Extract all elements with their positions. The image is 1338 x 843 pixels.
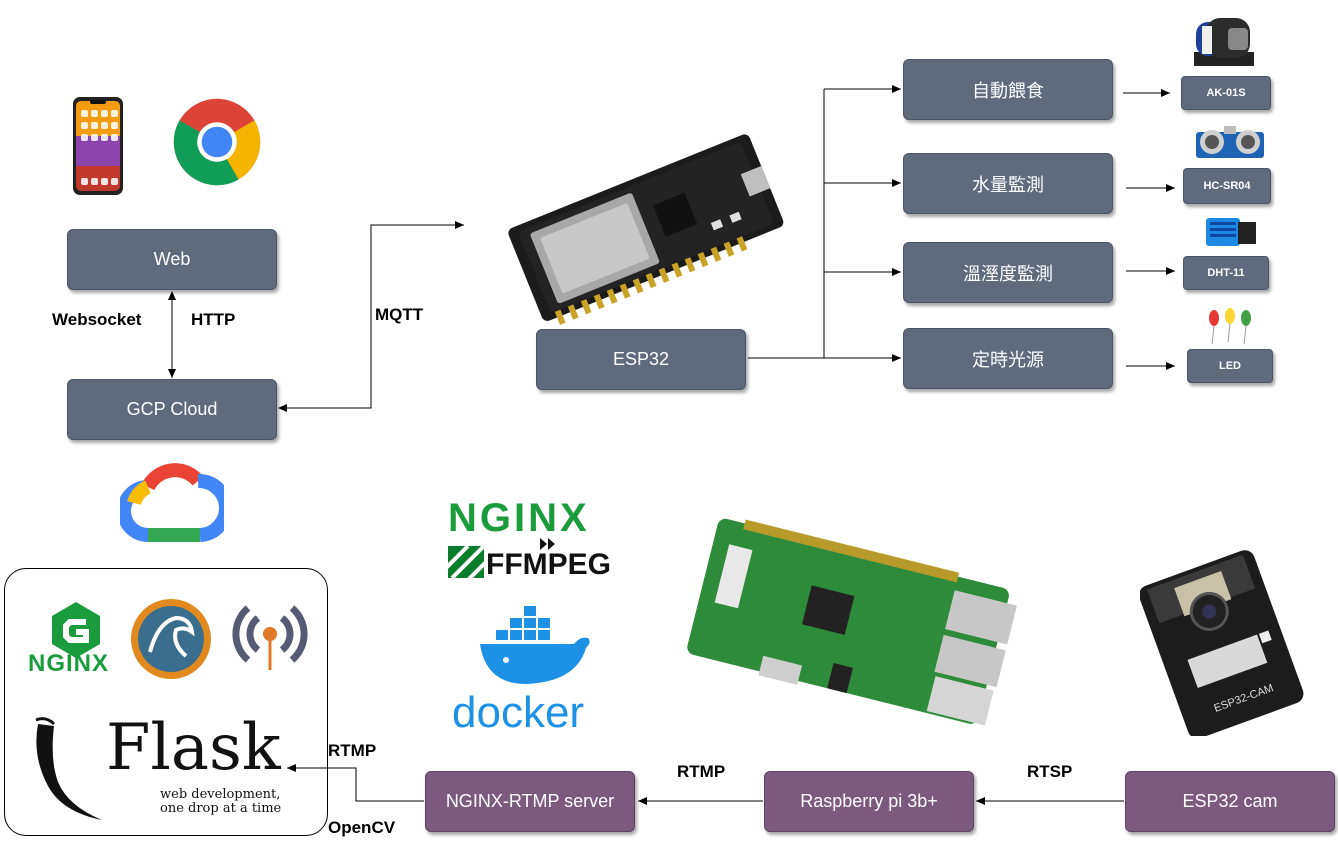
ak01s-feeder-picture <box>1194 18 1254 66</box>
chrome-icon <box>173 98 261 186</box>
nginx-rtmp-label: NGINX-RTMP server <box>445 791 615 811</box>
docker-whale-icon <box>480 606 590 684</box>
auto-feed-label: 自動餵食 <box>972 80 1044 101</box>
flask-horn-icon <box>35 717 103 820</box>
dht11-sensor-picture <box>1206 218 1256 246</box>
nginx-logo: NGINX <box>448 496 590 540</box>
dht11-node: DHT-11 <box>1183 256 1269 290</box>
ffmpeg-stripes-icon <box>448 546 484 578</box>
temp-humidity-node: 溫溼度監測 <box>903 242 1113 303</box>
flask-tagline: web development, one drop at a time <box>160 787 282 817</box>
esp32-cam-label: ESP32 cam <box>1182 791 1278 811</box>
esp32-cam-node: ESP32 cam <box>1125 771 1335 832</box>
esp32-board-picture <box>508 134 784 325</box>
smartphone-icon <box>73 97 123 195</box>
esp32-cam-board-picture: ESP32-CAM <box>1140 550 1304 736</box>
esp32-node: ESP32 <box>536 329 746 390</box>
nginx-flask-arrow <box>287 764 424 802</box>
water-level-label: 水量監測 <box>972 174 1044 195</box>
timed-light-label: 定時光源 <box>972 349 1044 370</box>
led-label: LED <box>1219 360 1241 372</box>
rtmp-flask-label: RTMP <box>328 741 377 760</box>
http-label: HTTP <box>191 310 236 329</box>
websocket-label: Websocket <box>52 310 142 329</box>
hcsr04-sensor-picture <box>1196 126 1264 158</box>
web-label: Web <box>153 249 191 269</box>
mqtt-label: MQTT <box>375 305 424 324</box>
dht11-label: DHT-11 <box>1207 267 1245 279</box>
hcsr04-node: HC-SR04 <box>1183 168 1271 204</box>
hcsr04-label: HC-SR04 <box>1203 180 1251 192</box>
nginx-rtmp-server-node: NGINX-RTMP server <box>425 771 635 832</box>
ak01s-label: AK-01S <box>1206 87 1246 99</box>
database-icon <box>131 599 211 679</box>
timed-light-node: 定時光源 <box>903 328 1113 389</box>
opencv-label: OpenCV <box>328 818 396 837</box>
web-node: Web <box>67 229 277 290</box>
temp-humidity-label: 溫溼度監測 <box>963 263 1053 284</box>
server-stack-container <box>4 568 328 836</box>
raspberry-pi-label: Raspberry pi 3b+ <box>800 791 938 811</box>
raspberry-pi-node: Raspberry pi 3b+ <box>764 771 974 832</box>
water-level-node: 水量監測 <box>903 153 1113 214</box>
broadcast-antenna-icon <box>232 605 308 670</box>
docker-wordmark: docker <box>452 688 585 737</box>
google-cloud-icon <box>120 463 224 542</box>
auto-feed-node: 自動餵食 <box>903 59 1113 120</box>
flask-tagline-line-2: one drop at a time <box>160 801 282 817</box>
gcp-cloud-node: GCP Cloud <box>67 379 277 440</box>
esp32-label: ESP32 <box>612 349 670 369</box>
ak01s-node: AK-01S <box>1181 76 1271 110</box>
flask-wordmark: Flask <box>106 711 281 785</box>
nginx-small-text: NGINX <box>28 650 110 677</box>
ffmpeg-logo: FFMPEG <box>486 548 611 581</box>
rtmp-rpi-label: RTMP <box>677 762 726 781</box>
rtsp-label: RTSP <box>1027 762 1073 781</box>
raspberry-pi-board-picture <box>687 518 1017 726</box>
led-node: LED <box>1187 349 1273 383</box>
gcp-esp32-arrow <box>278 221 464 412</box>
flask-tagline-line-1: web development, <box>160 787 281 802</box>
ffmpeg-play-icon <box>540 538 555 550</box>
gcp-label: GCP Cloud <box>126 399 218 419</box>
led-lights-picture <box>1209 308 1251 345</box>
nginx-g-icon <box>52 602 100 658</box>
